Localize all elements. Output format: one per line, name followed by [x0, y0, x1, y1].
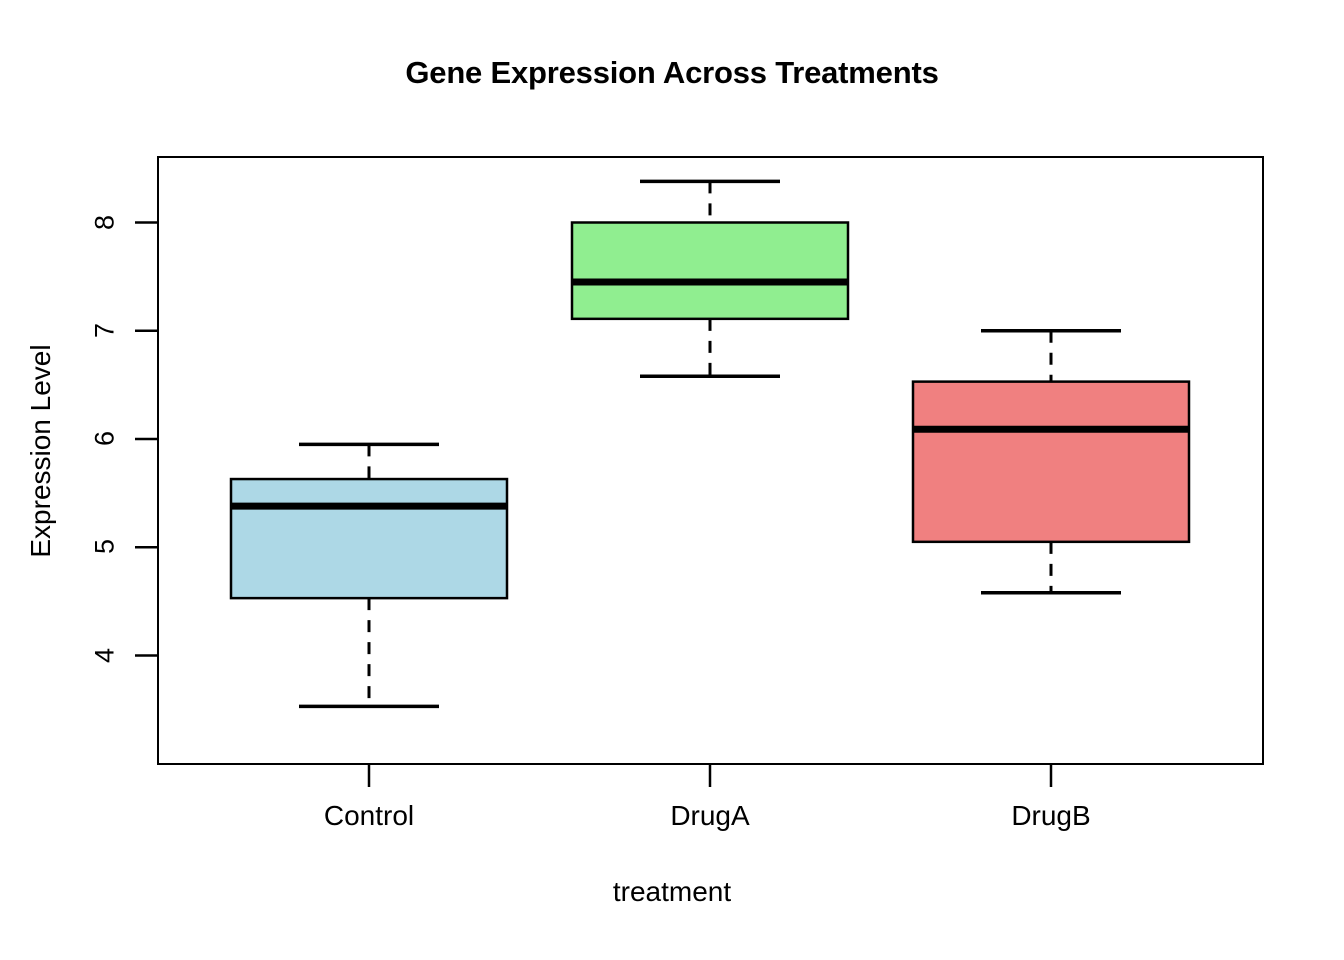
x-axis-title: treatment	[612, 876, 732, 907]
plot-canvas	[157, 156, 1264, 765]
x-tick-label-drugb: DrugB	[1011, 800, 1091, 831]
box-rect[interactable]	[911, 380, 1191, 544]
chart-title: Gene Expression Across Treatments	[405, 55, 939, 90]
x-tick-label-control: Control	[323, 800, 415, 831]
box-rect[interactable]	[229, 477, 509, 600]
boxes-layer	[229, 179, 1191, 709]
box-control[interactable]	[229, 442, 509, 709]
box-druga[interactable]	[570, 179, 850, 378]
x-tick-label-druga: DrugA	[670, 800, 750, 831]
box-drugb[interactable]	[911, 329, 1191, 595]
box-rect[interactable]	[570, 221, 850, 321]
